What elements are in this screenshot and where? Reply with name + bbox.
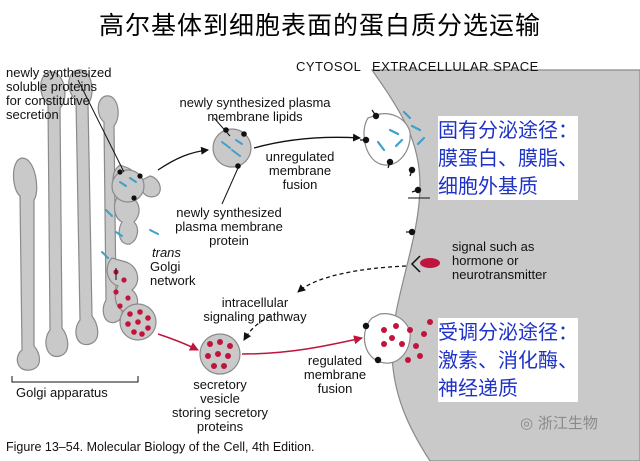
golgi-lipids (101, 209, 159, 259)
constitutive-fusion-site (363, 113, 411, 166)
watermark-text: 浙江生物 (537, 414, 598, 432)
label-pointers (77, 79, 430, 280)
arrow-signal-to-regulated (243, 315, 271, 341)
annotation-constitutive-secretion: 固有分泌途径： 膜蛋白、膜脂、 细胞外基质 (438, 116, 578, 200)
label-golgi-apparatus: Golgi apparatus (16, 385, 108, 400)
annotation-regulated-secretion: 受调分泌途径： 激素、消化酶、 神经递质 (438, 318, 578, 402)
golgi-cisterna-3 (68, 69, 99, 346)
label-intracellular-signaling: intracellular signaling pathway (203, 295, 307, 324)
page-title: 高尔基体到细胞表面的蛋白质分选运输 (98, 11, 541, 40)
golgi-apparatus-bracket (11, 376, 139, 383)
label-newly-synthesized-soluble-proteins: newly synthesized soluble proteins for c… (6, 65, 112, 122)
label-extracellular-space: EXTRACELLULAR SPACE (372, 59, 539, 74)
wechat-icon: ◎ (520, 414, 534, 432)
golgi-cisterna-1 (12, 157, 41, 371)
label-unregulated-fusion: unregulated membrane fusion (265, 149, 335, 192)
arrow-golgi-to-vesicle (157, 146, 209, 171)
label-trans: trans (152, 245, 181, 260)
golgi-secretory-proteins (113, 269, 131, 309)
arrow-signaling-pathway (297, 265, 407, 293)
watermark: ◎ 浙江生物 (520, 412, 598, 433)
label-regulated-fusion: regulated membrane fusion (303, 353, 367, 396)
figure-caption: Figure 13–54. Molecular Biology of the C… (6, 440, 315, 454)
arrow-regulated-pathway (157, 333, 199, 351)
golgi-cisterna-4 (97, 95, 123, 324)
released-lipids (376, 110, 426, 152)
arrow-regulated-fusion (241, 335, 363, 355)
golgi-cisterna-2 (40, 71, 69, 358)
signal-molecule (420, 258, 440, 268)
label-trans-golgi-network: Golgi network (150, 259, 196, 288)
label-newly-synthesized-protein: newly synthesized plasma membrane protei… (175, 205, 283, 248)
transport-vesicle (212, 127, 252, 169)
secretory-vesicle (199, 333, 241, 375)
arrow-vesicle-to-membrane (253, 133, 361, 149)
label-newly-synthesized-lipids: newly synthesized plasma membrane lipids (179, 95, 331, 124)
golgi-budding-vesicle (111, 169, 145, 203)
immature-secretory-vesicle (119, 303, 157, 341)
label-signal: signal such as hormone or neurotransmitt… (452, 239, 547, 282)
label-secretory-vesicle: secretory vesicle storing secretory prot… (171, 377, 269, 434)
label-cytosol: CYTOSOL (296, 59, 362, 74)
signal-receptor (410, 255, 421, 273)
released-secretory-proteins (381, 319, 433, 363)
